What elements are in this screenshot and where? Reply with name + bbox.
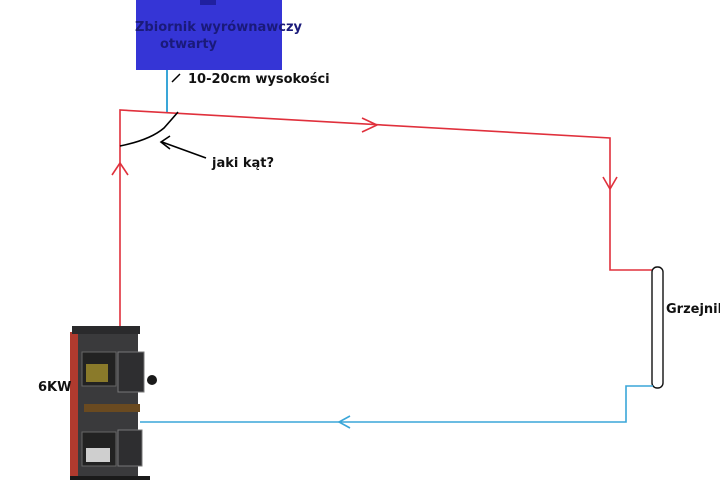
angle-pointer-arrowhead [159, 135, 171, 150]
supply-arrow-down [602, 176, 618, 191]
boiler-top [72, 326, 140, 334]
boiler-lower-door-open [117, 429, 143, 467]
radiator [651, 266, 664, 389]
boiler [70, 326, 157, 480]
angle-connection-line [119, 111, 179, 147]
return-pipe [140, 385, 653, 423]
supply-arrow-up [111, 161, 129, 176]
height-label: 10-20cm wysokości [188, 72, 330, 87]
height-marker [171, 73, 181, 83]
tank-label-line1: Zbiornik wyrównawczy [135, 20, 303, 35]
supply-pipe [119, 109, 653, 330]
return-arrow-left [337, 415, 351, 429]
angle-pointer-line [161, 141, 207, 159]
boiler-brand-strip [84, 404, 140, 412]
supply-pipe-riser [119, 109, 653, 330]
boiler-door-handle [147, 375, 157, 385]
boiler-ash-tray [86, 448, 110, 462]
tank-label-line2: otwarty [160, 37, 218, 52]
expansion-tank-cap [200, 0, 216, 5]
boiler-foot [70, 476, 150, 480]
boiler-firebox-window [86, 364, 108, 382]
radiator-body [651, 266, 664, 389]
boiler-door-open [117, 351, 145, 393]
expansion-tank: Zbiornik wyrównawczy otwarty [135, 0, 303, 70]
expansion-tank-body [136, 0, 282, 70]
boiler-label: 6KW [38, 380, 71, 395]
angle-label: jaki kąt? [211, 156, 274, 171]
supply-arrow-right [361, 117, 379, 133]
radiator-label: Grzejnik [666, 302, 720, 317]
